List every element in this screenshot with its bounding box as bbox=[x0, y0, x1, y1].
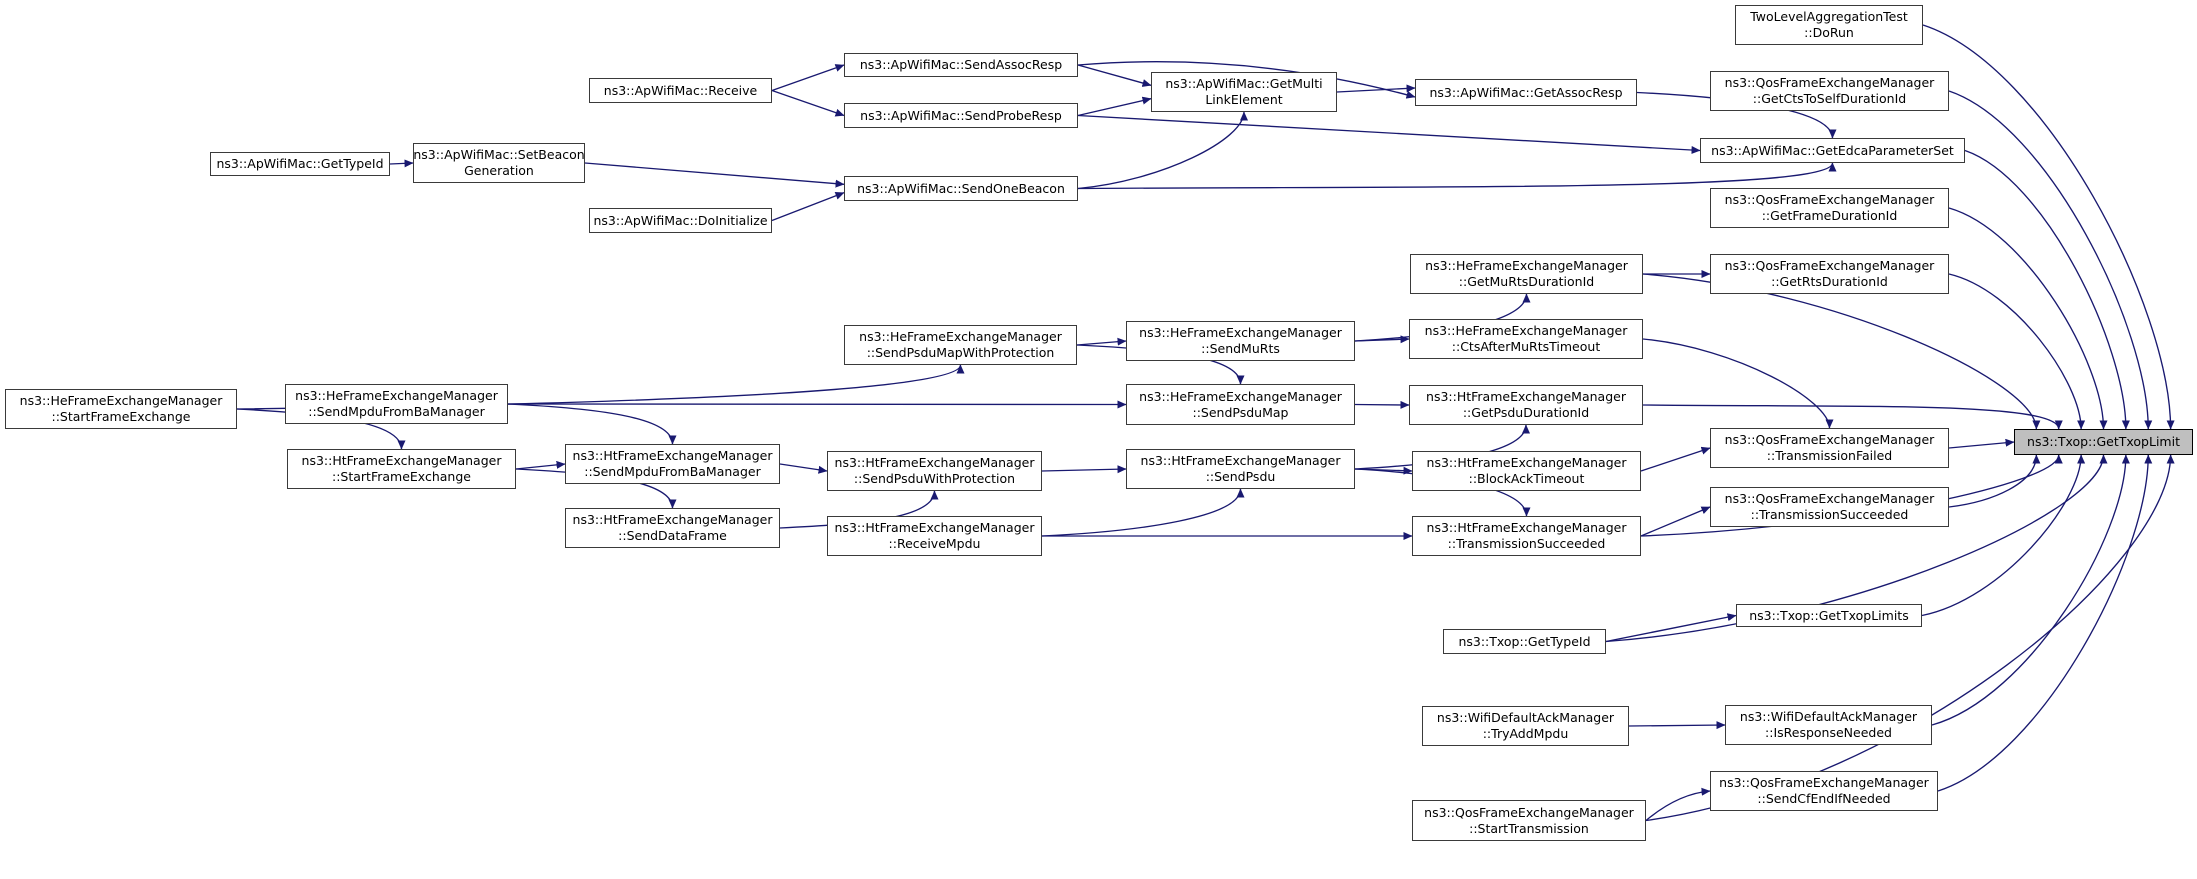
edge-send-probe-resp-to-get-multi-link-element bbox=[1077, 96, 1152, 117]
edge-ap-receive-to-send-assoc-resp bbox=[771, 64, 845, 92]
node-start-transmission[interactable]: ns3::QosFrameExchangeManager ::StartTran… bbox=[1412, 800, 1646, 841]
edge-send-psdu-with-protection-to-send-psdu bbox=[1041, 465, 1127, 474]
node-get-psdu-duration-id[interactable]: ns3::HtFrameExchangeManager ::GetPsduDur… bbox=[1409, 385, 1643, 425]
node-txop-get-type-id[interactable]: ns3::Txop::GetTypeId bbox=[1443, 629, 1606, 654]
edge-get-rts-duration-id-to-get-txop-limit bbox=[1948, 273, 2086, 430]
edge-try-add-mpdu-to-is-response-needed bbox=[1628, 721, 1726, 730]
node-ap-get-type-id[interactable]: ns3::ApWifiMac::GetTypeId bbox=[210, 152, 390, 176]
node-ht-transmission-succeeded[interactable]: ns3::HtFrameExchangeManager ::Transmissi… bbox=[1412, 516, 1641, 556]
edge-he-send-mpdu-from-ba-manager-to-send-psdu-map bbox=[507, 400, 1127, 409]
node-get-edca-parameter-set[interactable]: ns3::ApWifiMac::GetEdcaParameterSet bbox=[1700, 138, 1965, 163]
edge-set-beacon-generation-to-send-one-beacon bbox=[584, 162, 845, 188]
edge-ht-send-mpdu-from-ba-manager-to-send-psdu-with-protection bbox=[779, 463, 828, 474]
node-get-rts-duration-id[interactable]: ns3::QosFrameExchangeManager ::GetRtsDur… bbox=[1710, 254, 1949, 294]
edge-txop-get-type-id-to-get-txop-limits bbox=[1605, 613, 1737, 643]
node-cts-after-mu-rts-timeout[interactable]: ns3::HeFrameExchangeManager ::CtsAfterMu… bbox=[1409, 319, 1643, 359]
edge-block-ack-timeout-to-transmission-failed bbox=[1640, 446, 1711, 472]
edge-he-send-mpdu-from-ba-manager-to-ht-send-mpdu-from-ba-manager bbox=[507, 403, 677, 445]
edge-get-txop-limits-to-get-txop-limit bbox=[1921, 454, 2086, 617]
edge-qos-transmission-succeeded-to-get-txop-limit bbox=[1948, 454, 2041, 508]
node-send-assoc-resp[interactable]: ns3::ApWifiMac::SendAssocResp bbox=[844, 53, 1078, 77]
edge-send-assoc-resp-to-get-multi-link-element bbox=[1077, 64, 1152, 87]
node-send-cf-end-if-needed[interactable]: ns3::QosFrameExchangeManager ::SendCfEnd… bbox=[1710, 771, 1938, 811]
node-he-send-mpdu-from-ba-manager[interactable]: ns3::HeFrameExchangeManager ::SendMpduFr… bbox=[285, 384, 508, 424]
node-ap-receive[interactable]: ns3::ApWifiMac::Receive bbox=[589, 78, 772, 103]
edge-get-psdu-duration-id-to-get-txop-limit bbox=[1642, 404, 2063, 430]
edge-send-cf-end-if-needed-to-get-txop-limit bbox=[1937, 454, 2153, 792]
node-get-mu-rts-duration-id[interactable]: ns3::HeFrameExchangeManager ::GetMuRtsDu… bbox=[1410, 254, 1643, 294]
node-send-psdu-map-with-protection[interactable]: ns3::HeFrameExchangeManager ::SendPsduMa… bbox=[844, 325, 1077, 365]
node-receive-mpdu[interactable]: ns3::HtFrameExchangeManager ::ReceiveMpd… bbox=[827, 516, 1042, 556]
node-get-txop-limits[interactable]: ns3::Txop::GetTxopLimits bbox=[1736, 604, 1922, 627]
edge-get-cts-to-self-duration-id-to-get-txop-limit bbox=[1948, 90, 2153, 430]
node-get-multi-link-element[interactable]: ns3::ApWifiMac::GetMulti LinkElement bbox=[1151, 72, 1337, 112]
node-transmission-failed[interactable]: ns3::QosFrameExchangeManager ::Transmiss… bbox=[1710, 428, 1949, 468]
edge-send-assoc-resp-to-get-assoc-resp bbox=[1077, 61, 1416, 99]
edge-get-frame-duration-id-to-get-txop-limit bbox=[1948, 207, 2108, 430]
edge-do-run-to-get-txop-limit bbox=[1922, 24, 2175, 430]
edge-start-transmission-to-send-cf-end-if-needed bbox=[1645, 787, 1711, 822]
edge-txop-get-type-id-to-get-txop-limit bbox=[1605, 454, 2108, 643]
node-ht-send-mpdu-from-ba-manager[interactable]: ns3::HtFrameExchangeManager ::SendMpduFr… bbox=[565, 444, 780, 484]
node-set-beacon-generation[interactable]: ns3::ApWifiMac::SetBeacon Generation bbox=[413, 143, 585, 183]
node-qos-transmission-succeeded[interactable]: ns3::QosFrameExchangeManager ::Transmiss… bbox=[1710, 487, 1949, 527]
edge-ht-start-frame-exchange-to-ht-send-mpdu-from-ba-manager bbox=[515, 460, 566, 470]
node-send-data-frame[interactable]: ns3::HtFrameExchangeManager ::SendDataFr… bbox=[565, 508, 780, 548]
node-get-frame-duration-id[interactable]: ns3::QosFrameExchangeManager ::GetFrameD… bbox=[1710, 188, 1949, 228]
node-try-add-mpdu[interactable]: ns3::WifiDefaultAckManager ::TryAddMpdu bbox=[1422, 706, 1629, 746]
edge-get-multi-link-element-to-get-assoc-resp bbox=[1336, 84, 1416, 93]
edge-is-response-needed-to-get-txop-limit bbox=[1931, 454, 2130, 726]
node-send-psdu-with-protection[interactable]: ns3::HtFrameExchangeManager ::SendPsduWi… bbox=[827, 451, 1042, 491]
node-do-run[interactable]: TwoLevelAggregationTest ::DoRun bbox=[1735, 5, 1923, 45]
edge-send-mu-rts-to-cts-after-mu-rts-timeout bbox=[1354, 335, 1410, 344]
edge-ht-transmission-succeeded-to-qos-transmission-succeeded bbox=[1640, 506, 1711, 537]
edge-send-one-beacon-to-get-multi-link-element bbox=[1077, 111, 1248, 190]
node-send-mu-rts[interactable]: ns3::HeFrameExchangeManager ::SendMuRts bbox=[1126, 321, 1355, 361]
edge-ap-receive-to-send-probe-resp bbox=[771, 89, 845, 117]
node-block-ack-timeout[interactable]: ns3::HtFrameExchangeManager ::BlockAckTi… bbox=[1412, 451, 1641, 491]
node-send-probe-resp[interactable]: ns3::ApWifiMac::SendProbeResp bbox=[844, 103, 1078, 128]
node-send-psdu[interactable]: ns3::HtFrameExchangeManager ::SendPsdu bbox=[1126, 449, 1355, 489]
node-get-cts-to-self-duration-id[interactable]: ns3::QosFrameExchangeManager ::GetCtsToS… bbox=[1710, 71, 1949, 111]
edge-send-one-beacon-to-get-edca-parameter-set bbox=[1077, 162, 1837, 190]
edge-cts-after-mu-rts-timeout-to-transmission-failed bbox=[1642, 338, 1834, 429]
edge-send-probe-resp-to-get-edca-parameter-set bbox=[1077, 114, 1701, 155]
edge-receive-mpdu-to-send-psdu bbox=[1041, 488, 1245, 537]
edge-do-initialize-to-send-one-beacon bbox=[771, 192, 845, 222]
edge-send-psdu-map-with-protection-to-send-mu-rts bbox=[1076, 337, 1127, 346]
node-he-start-frame-exchange[interactable]: ns3::HeFrameExchangeManager ::StartFrame… bbox=[5, 389, 237, 429]
edge-get-edca-parameter-set-to-get-txop-limit bbox=[1964, 149, 2130, 430]
edge-send-psdu-map-to-get-psdu-duration-id bbox=[1354, 400, 1410, 409]
node-get-assoc-resp[interactable]: ns3::ApWifiMac::GetAssocResp bbox=[1415, 79, 1637, 106]
node-send-psdu-map[interactable]: ns3::HeFrameExchangeManager ::SendPsduMa… bbox=[1126, 384, 1355, 425]
node-ht-start-frame-exchange[interactable]: ns3::HtFrameExchangeManager ::StartFrame… bbox=[287, 449, 516, 489]
edge-transmission-failed-to-get-txop-limit bbox=[1948, 438, 2015, 449]
node-get-txop-limit[interactable]: ns3::Txop::GetTxopLimit bbox=[2014, 429, 2193, 455]
edge-ap-get-type-id-to-set-beacon-generation bbox=[389, 159, 414, 168]
node-is-response-needed[interactable]: ns3::WifiDefaultAckManager ::IsResponseN… bbox=[1725, 705, 1932, 745]
node-do-initialize[interactable]: ns3::ApWifiMac::DoInitialize bbox=[589, 208, 772, 233]
node-send-one-beacon[interactable]: ns3::ApWifiMac::SendOneBeacon bbox=[844, 176, 1078, 201]
